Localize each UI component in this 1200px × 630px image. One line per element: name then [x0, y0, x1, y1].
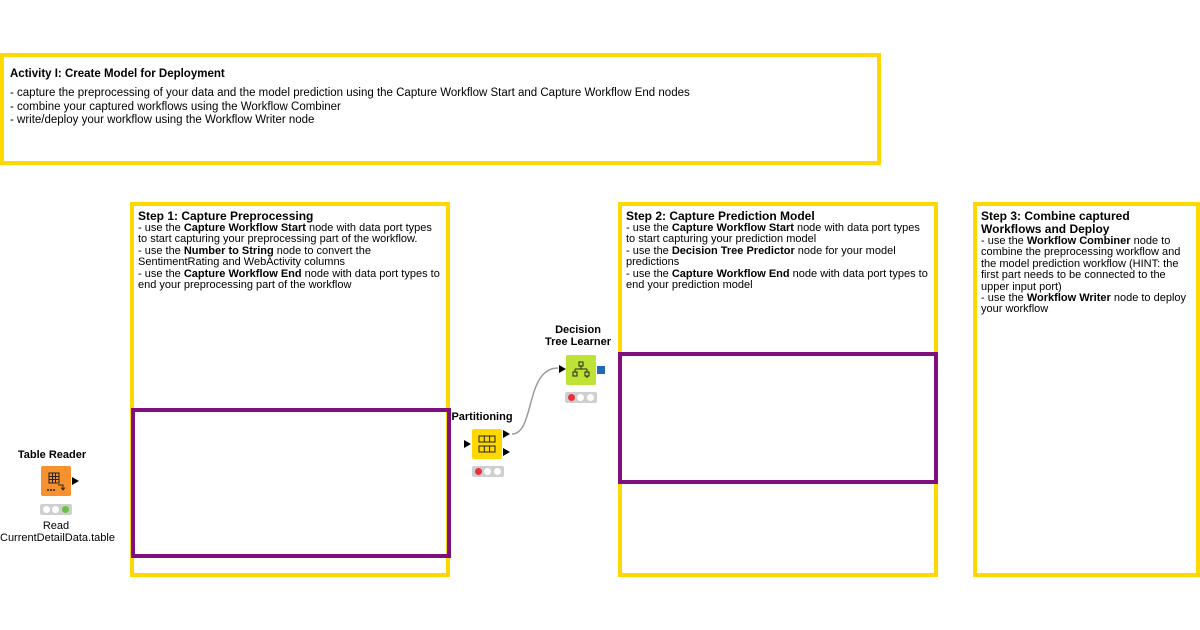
activity-annotation[interactable]: Activity I: Create Model for Deployment …: [0, 53, 881, 165]
status-dot-3: [493, 468, 501, 475]
status-dot-3: [61, 506, 69, 513]
decision-tree-learner-label-1: Decision: [555, 324, 601, 336]
decision-tree-learner-model-port[interactable]: [597, 366, 605, 374]
partitioning-status: [472, 466, 504, 477]
table-grid-icon: [47, 472, 66, 491]
table-reader-annotation-2: CurrentDetailData.table: [0, 532, 115, 544]
partition-icon: [478, 435, 496, 453]
table-reader-label: Table Reader: [17, 449, 87, 461]
step2-title: Step 2: Capture Prediction Model: [626, 209, 815, 223]
step2-text: - use the Capture Workflow Start node wi…: [626, 222, 928, 292]
step1-component-area[interactable]: [131, 408, 451, 558]
table-reader-output-port[interactable]: [72, 477, 79, 485]
partitioning-node[interactable]: [472, 429, 502, 459]
decision-tree-icon: [572, 361, 590, 378]
decision-tree-learner-node[interactable]: [566, 355, 596, 385]
step2-component-area[interactable]: [618, 352, 938, 484]
partitioning-label: Partitioning: [451, 411, 513, 423]
status-dot-2: [484, 468, 492, 475]
status-dot-1: [43, 506, 51, 513]
partitioning-output-port-top[interactable]: [503, 430, 510, 438]
table-reader-status: [40, 504, 72, 515]
activity-title: Activity I: Create Model for Deployment: [10, 68, 225, 80]
status-dot-2: [52, 506, 60, 513]
status-dot-1: [475, 468, 483, 475]
step1-title: Step 1: Capture Preprocessing: [138, 209, 314, 223]
partitioning-output-port-bottom[interactable]: [503, 448, 510, 456]
status-dot-3: [586, 394, 594, 401]
decision-tree-learner-label-2: Tree Learner: [544, 336, 612, 348]
table-reader-annotation-1: Read: [42, 520, 70, 532]
step1-text: - use the Capture Workflow Start node wi…: [138, 222, 440, 292]
decision-tree-learner-status: [565, 392, 597, 403]
activity-line-3: - write/deploy your workflow using the W…: [10, 114, 315, 126]
step1-annotation[interactable]: Step 1: Capture Preprocessing - use the …: [130, 202, 450, 577]
step3-text: - use the Workflow Combiner node to comb…: [981, 235, 1187, 316]
step3-annotation[interactable]: Step 3: Combine captured Workflows and D…: [973, 202, 1200, 577]
table-reader-node[interactable]: [41, 466, 71, 496]
activity-line-2: - combine your captured workflows using …: [10, 100, 341, 113]
status-dot-2: [577, 394, 585, 401]
step3-title: Step 3: Combine captured Workflows and D…: [981, 209, 1130, 236]
decision-tree-learner-input-port[interactable]: [559, 365, 566, 373]
status-dot-1: [568, 394, 576, 401]
activity-line-1: - capture the preprocessing of your data…: [10, 87, 690, 99]
partitioning-input-port[interactable]: [464, 440, 471, 448]
